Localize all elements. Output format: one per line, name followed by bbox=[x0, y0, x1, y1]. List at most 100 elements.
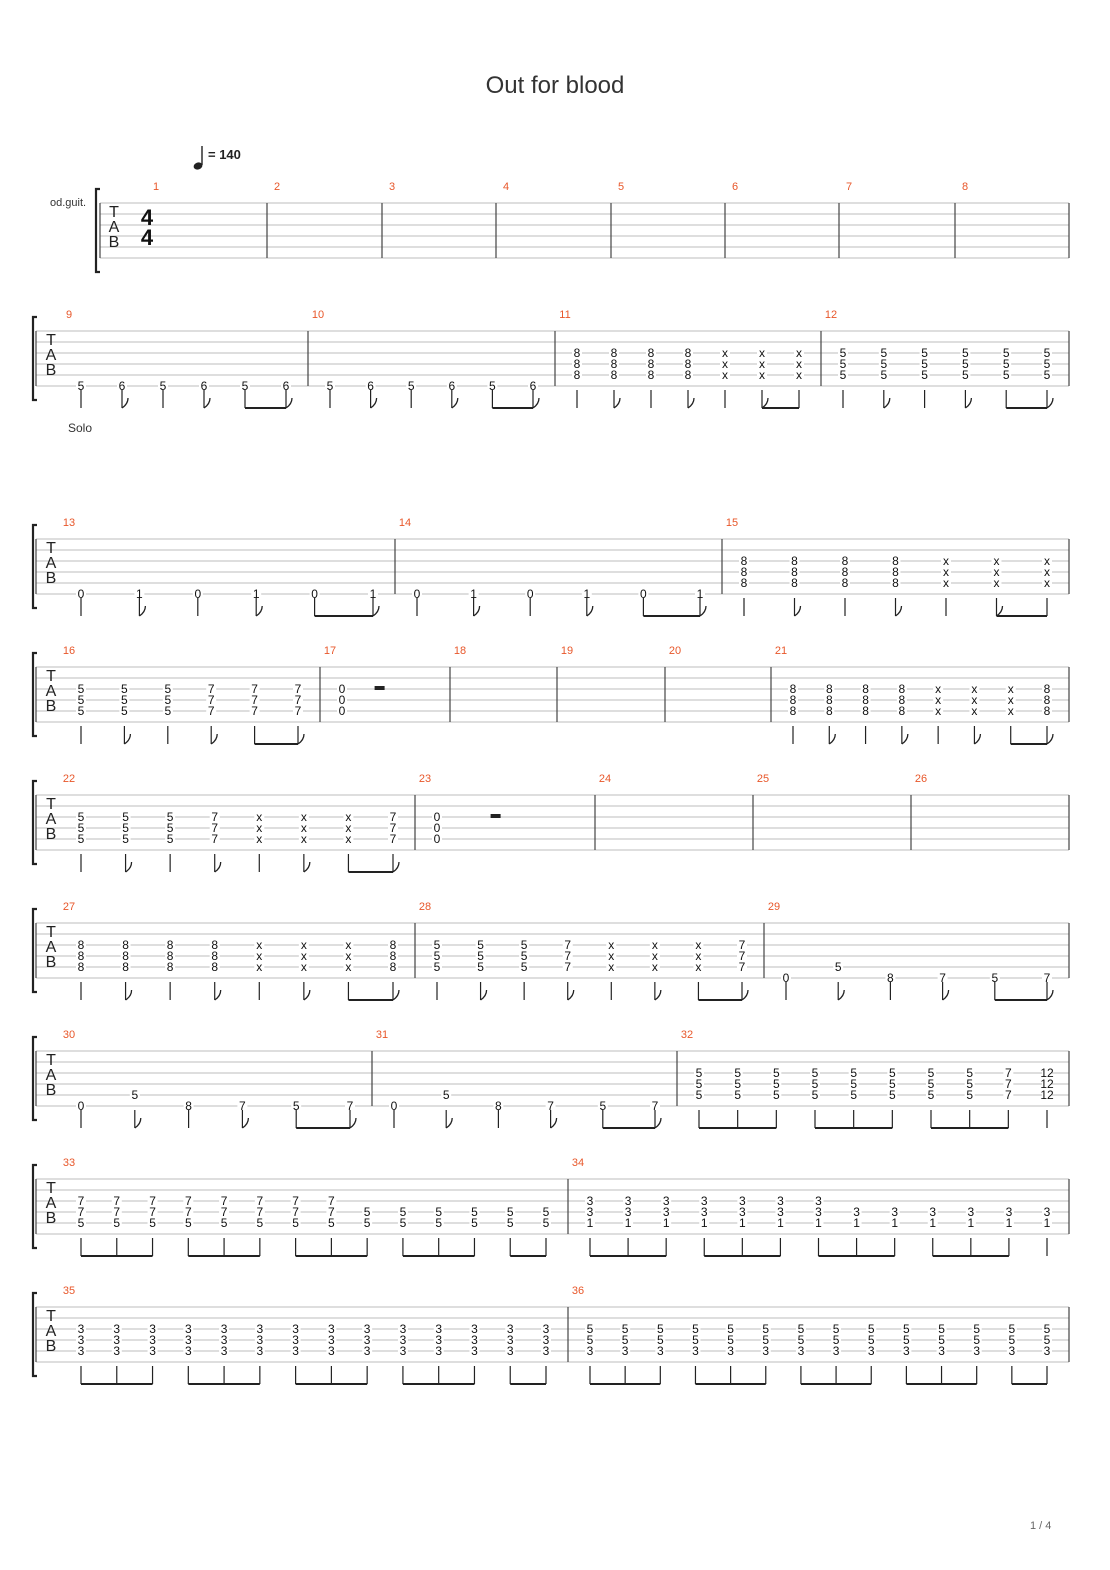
fret-number: 3 bbox=[221, 1333, 228, 1347]
fret-mask bbox=[606, 939, 617, 950]
fret-mask bbox=[885, 972, 896, 983]
fret-mask bbox=[824, 683, 835, 694]
fret-number: 8 bbox=[211, 960, 218, 974]
fret-number: 8 bbox=[892, 576, 899, 590]
note-flag bbox=[242, 1117, 250, 1129]
fret-mask bbox=[362, 1217, 373, 1228]
fret-mask bbox=[119, 705, 130, 716]
fret-mask bbox=[76, 822, 86, 833]
fret-mask bbox=[183, 1323, 194, 1334]
fret-mask bbox=[541, 1206, 551, 1217]
fret-mask bbox=[337, 683, 347, 694]
fret-number: x bbox=[652, 949, 658, 963]
fret-mask bbox=[690, 1334, 701, 1345]
fret-number: 5 bbox=[727, 1333, 734, 1347]
fret-mask bbox=[209, 950, 220, 961]
fret-mask bbox=[840, 566, 850, 577]
fret-number: 5 bbox=[435, 1216, 442, 1230]
fret-number: 8 bbox=[791, 554, 798, 568]
fret-mask bbox=[505, 1217, 516, 1228]
fret-number: 5 bbox=[408, 379, 415, 393]
fret-number: 3 bbox=[663, 1194, 670, 1208]
fret-number: 0 bbox=[78, 587, 85, 601]
fret-number: 7 bbox=[564, 960, 571, 974]
fret-number: 8 bbox=[390, 938, 397, 952]
fret-number: 5 bbox=[121, 704, 128, 718]
fret-number: 8 bbox=[790, 682, 797, 696]
fret-mask bbox=[693, 939, 704, 950]
fret-mask bbox=[1042, 1067, 1052, 1078]
note-flag bbox=[974, 733, 982, 745]
system-bracket bbox=[94, 187, 100, 274]
fret-mask bbox=[183, 1345, 194, 1356]
fret-number: 5 bbox=[798, 1322, 805, 1336]
fret-mask bbox=[699, 1206, 710, 1217]
fret-mask bbox=[960, 358, 971, 369]
fret-mask bbox=[183, 1100, 194, 1111]
fret-number: 7 bbox=[328, 1194, 335, 1208]
fret-mask bbox=[325, 380, 335, 391]
fret-number: 5 bbox=[328, 1216, 335, 1230]
fret-mask bbox=[412, 588, 422, 599]
fret-number: 5 bbox=[167, 810, 174, 824]
fret-mask bbox=[219, 1195, 230, 1206]
note-flag bbox=[214, 989, 222, 1001]
fret-mask bbox=[147, 1334, 158, 1345]
fret-number: 0 bbox=[414, 587, 421, 601]
fret-number: x bbox=[256, 821, 262, 835]
fret-number: 3 bbox=[1044, 1344, 1051, 1358]
fret-mask bbox=[1003, 1206, 1014, 1217]
fret-number: 3 bbox=[257, 1344, 264, 1358]
fret-number: 7 bbox=[149, 1205, 156, 1219]
fret-mask bbox=[562, 961, 573, 972]
fret-mask bbox=[889, 1217, 900, 1228]
fret-mask bbox=[162, 705, 173, 716]
tab-clef-letter: T bbox=[46, 1308, 56, 1325]
fret-mask bbox=[623, 1206, 634, 1217]
fret-mask bbox=[933, 705, 944, 716]
fret-mask bbox=[771, 1078, 782, 1089]
fret-number: 7 bbox=[208, 682, 215, 696]
fret-mask bbox=[760, 1345, 771, 1356]
fret-mask bbox=[309, 588, 320, 599]
tab-clef-letter: T bbox=[46, 332, 56, 349]
fret-mask bbox=[397, 1206, 408, 1217]
note-flag bbox=[210, 733, 218, 745]
fret-number: 3 bbox=[471, 1322, 478, 1336]
fret-mask bbox=[432, 822, 442, 833]
fret-number: 3 bbox=[1006, 1205, 1013, 1219]
fret-mask bbox=[254, 822, 265, 833]
measure: 4 bbox=[503, 181, 509, 193]
fret-number: 5 bbox=[434, 949, 441, 963]
system-bracket bbox=[31, 1163, 37, 1250]
fret-number: 5 bbox=[833, 1333, 840, 1347]
fret-mask bbox=[655, 1334, 666, 1345]
fret-mask bbox=[362, 1334, 373, 1345]
fret-number: 8 bbox=[826, 693, 833, 707]
tab-clef-letter: B bbox=[46, 1338, 57, 1355]
note-flag bbox=[586, 605, 594, 617]
fret-number: 8 bbox=[899, 693, 906, 707]
fret-mask bbox=[290, 1345, 301, 1356]
fret-number: 8 bbox=[791, 565, 798, 579]
fret-number: 3 bbox=[777, 1194, 784, 1208]
fret-mask bbox=[165, 961, 176, 972]
fret-number: 5 bbox=[477, 949, 484, 963]
fret-number: 5 bbox=[164, 693, 171, 707]
fret-mask bbox=[119, 683, 130, 694]
fret-number: 3 bbox=[762, 1344, 769, 1358]
note-flag bbox=[372, 605, 380, 617]
fret-mask bbox=[606, 950, 617, 961]
fret-mask bbox=[720, 369, 730, 380]
fret-number: x bbox=[1008, 693, 1014, 707]
fret-mask bbox=[326, 1195, 337, 1206]
fret-number: 8 bbox=[899, 704, 906, 718]
fret-mask bbox=[541, 1217, 551, 1228]
fret-mask bbox=[699, 1195, 710, 1206]
fret-mask bbox=[866, 1323, 877, 1334]
fret-number: 5 bbox=[1009, 1322, 1016, 1336]
fret-number: 3 bbox=[149, 1344, 156, 1358]
fret-number: 5 bbox=[242, 379, 249, 393]
